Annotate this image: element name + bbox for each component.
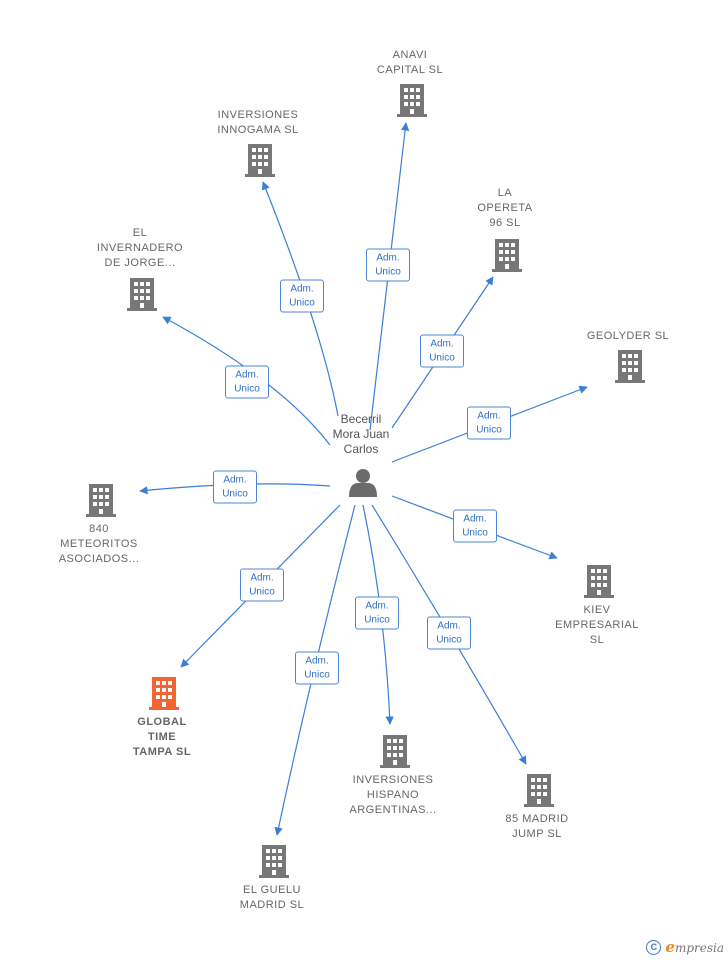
role-badge-text: Adm. <box>290 283 314 295</box>
company-label-line: MADRID SL <box>239 899 305 911</box>
company-label-line: TAMPA SL <box>132 746 192 758</box>
company-label-line: GLOBAL <box>137 716 187 728</box>
role-badge-text: Adm. <box>376 252 400 264</box>
company-label-anavi[interactable]: ANAVI CAPITAL SL <box>377 48 443 78</box>
footer-brand: C empresia <box>646 938 724 956</box>
role-badge-text: Unico <box>462 527 488 539</box>
role-badge-opereta[interactable]: Adm. Unico <box>420 334 464 368</box>
center-label-line: Carlos <box>343 442 379 456</box>
role-badge-text: Adm. <box>223 474 247 486</box>
building-icon[interactable] <box>259 845 289 878</box>
company-label-geolyder[interactable]: GEOLYDER SL <box>587 329 669 344</box>
company-label-line: INVERSIONES <box>352 774 434 786</box>
company-label-line: ARGENTINAS... <box>349 804 437 816</box>
role-badge-anavi[interactable]: Adm. Unico <box>366 248 410 282</box>
company-label-line: JUMP SL <box>512 828 562 840</box>
company-label-line: ANAVI <box>392 49 428 61</box>
role-badge-text: Unico <box>375 266 401 278</box>
role-badge-text: Unico <box>364 614 390 626</box>
building-icon[interactable] <box>245 144 275 177</box>
company-label-line: CAPITAL SL <box>376 64 444 76</box>
company-label-line: 840 <box>89 523 109 535</box>
building-icon[interactable] <box>127 278 157 311</box>
role-badge-geolyder[interactable]: Adm. Unico <box>467 406 511 440</box>
building-icon[interactable] <box>524 774 554 807</box>
role-badge-text: Unico <box>476 424 502 436</box>
role-badge-text: Adm. <box>235 369 259 381</box>
role-badge-madridjump[interactable]: Adm. Unico <box>427 616 471 650</box>
company-label-line: INVERSIONES <box>217 109 299 121</box>
building-icon[interactable] <box>380 735 410 768</box>
company-label-invernadero[interactable]: EL INVERNADERO DE JORGE... <box>97 226 183 271</box>
company-label-innogama[interactable]: INVERSIONES INNOGAMA SL <box>217 108 298 138</box>
company-label-line: INNOGAMA SL <box>217 124 299 136</box>
company-label-line: INVERNADERO <box>96 242 184 254</box>
company-label-line: TIME <box>147 731 177 743</box>
company-label-opereta[interactable]: LA OPERETA 96 SL <box>477 186 532 231</box>
company-label-line: 85 MADRID <box>505 813 569 825</box>
center-label-line: Becerril <box>340 412 382 426</box>
company-label-hispano[interactable]: INVERSIONES HISPANO ARGENTINAS... <box>349 773 436 818</box>
company-label-line: GEOLYDER SL <box>586 330 670 342</box>
role-badge-text: Unico <box>222 488 248 500</box>
role-badge-text: Adm. <box>463 513 487 525</box>
role-badge-text: Unico <box>429 352 455 364</box>
role-badge-hispano[interactable]: Adm. Unico <box>355 596 399 630</box>
role-badge-text: Unico <box>249 586 275 598</box>
role-badge-text: Adm. <box>430 338 454 350</box>
role-badge-text: Unico <box>304 669 330 681</box>
company-label-line: HISPANO <box>366 789 420 801</box>
role-badge-text: Adm. <box>305 655 329 667</box>
company-label-line: EL GUELU <box>242 884 301 896</box>
company-label-line: DE JORGE... <box>104 257 176 269</box>
role-badge-text: Adm. <box>250 572 274 584</box>
role-badge-text: Adm. <box>365 600 389 612</box>
copyright-icon: C <box>646 939 662 955</box>
company-label-madridjump[interactable]: 85 MADRID JUMP SL <box>505 812 568 842</box>
company-label-line: ASOCIADOS... <box>58 553 140 565</box>
role-badge-guelu[interactable]: Adm. Unico <box>295 651 339 685</box>
role-badge-innogama[interactable]: Adm. Unico <box>280 279 324 313</box>
building-icon[interactable] <box>86 484 116 517</box>
role-badge-text: Adm. <box>477 410 501 422</box>
role-badge-text: Unico <box>289 297 315 309</box>
company-label-line: SL <box>589 634 605 646</box>
role-badge-text: Adm. <box>437 620 461 632</box>
center-person-label[interactable]: Becerril Mora Juan Carlos <box>333 412 390 457</box>
role-badge-invernadero[interactable]: Adm. Unico <box>225 365 269 399</box>
building-icon[interactable] <box>492 239 522 272</box>
brand-logo[interactable]: empresia <box>665 938 724 956</box>
building-icon[interactable] <box>584 565 614 598</box>
company-label-line: METEORITOS <box>60 538 138 550</box>
role-badge-global[interactable]: Adm. Unico <box>240 568 284 602</box>
building-icon[interactable] <box>149 677 179 710</box>
edge-innogama <box>261 181 339 417</box>
company-label-guelu[interactable]: EL GUELU MADRID SL <box>240 883 304 913</box>
role-badge-text: Unico <box>436 634 462 646</box>
company-label-global[interactable]: GLOBAL TIME TAMPA SL <box>133 715 191 760</box>
company-label-line: OPERETA <box>477 202 533 214</box>
center-label-line: Mora Juan <box>332 427 390 441</box>
role-badge-meteoritos[interactable]: Adm. Unico <box>213 470 257 504</box>
role-badge-text: Unico <box>234 383 260 395</box>
company-label-line: 96 SL <box>489 217 521 229</box>
role-badge-kiev[interactable]: Adm. Unico <box>453 509 497 543</box>
building-icon[interactable] <box>615 350 645 383</box>
company-label-line: EMPRESARIAL <box>555 619 639 631</box>
company-label-kiev[interactable]: KIEV EMPRESARIAL SL <box>555 603 639 648</box>
building-icon[interactable] <box>397 84 427 117</box>
company-label-line: KIEV <box>583 604 611 616</box>
company-label-line: EL <box>132 227 148 239</box>
company-label-line: LA <box>497 187 513 199</box>
person-icon[interactable] <box>349 469 377 497</box>
